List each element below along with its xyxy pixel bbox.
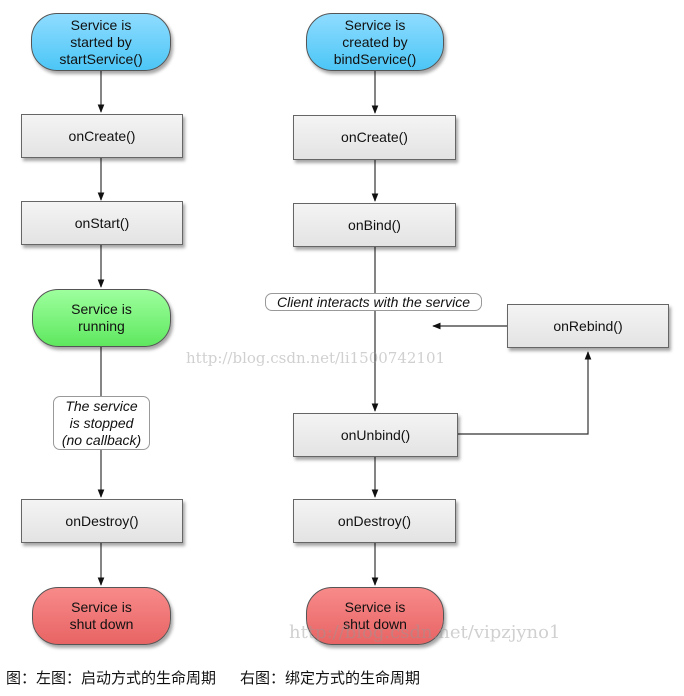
connector-arrows [97, 71, 592, 586]
onunbind-box: onUnbind() [293, 413, 458, 457]
service-running-node: Service is running [32, 289, 171, 347]
caption-left: 图：左图：启动方式的生命周期 [6, 670, 217, 687]
onbind-box: onBind() [293, 203, 456, 247]
service-lifecycle-diagram: http://blog.csdn.net/li1500742101 Servic… [21, 13, 669, 645]
left-shutdown-node: Service is shut down [32, 587, 171, 645]
right-oncreate-box: onCreate() [293, 115, 456, 160]
figure-caption: 图：左图：启动方式的生命周期 右图：绑定方式的生命周期 [6, 667, 444, 688]
watermark-1: http://blog.csdn.net/li1500742101 [186, 349, 446, 367]
onrebind-box: onRebind() [507, 304, 669, 348]
left-ondestroy-box: onDestroy() [21, 499, 183, 543]
service-stopped-note: The service is stopped (no callback) [53, 396, 150, 450]
left-oncreate-box: onCreate() [21, 114, 183, 158]
watermark-2: http://blog.csdn.net/vipzjyno1 [289, 622, 561, 643]
onstart-box: onStart() [21, 201, 183, 245]
bind-service-node: Service is created by bindService() [306, 13, 444, 71]
right-shutdown-node: Service is shut down [306, 587, 444, 645]
caption-right: 右图：绑定方式的生命周期 [240, 670, 421, 687]
right-ondestroy-box: onDestroy() [293, 499, 456, 543]
start-service-node: Service is started by startService() [31, 13, 171, 71]
client-interacts-note: Client interacts with the service [265, 293, 482, 311]
arrow-onunbind-to-onrebind [458, 351, 592, 435]
